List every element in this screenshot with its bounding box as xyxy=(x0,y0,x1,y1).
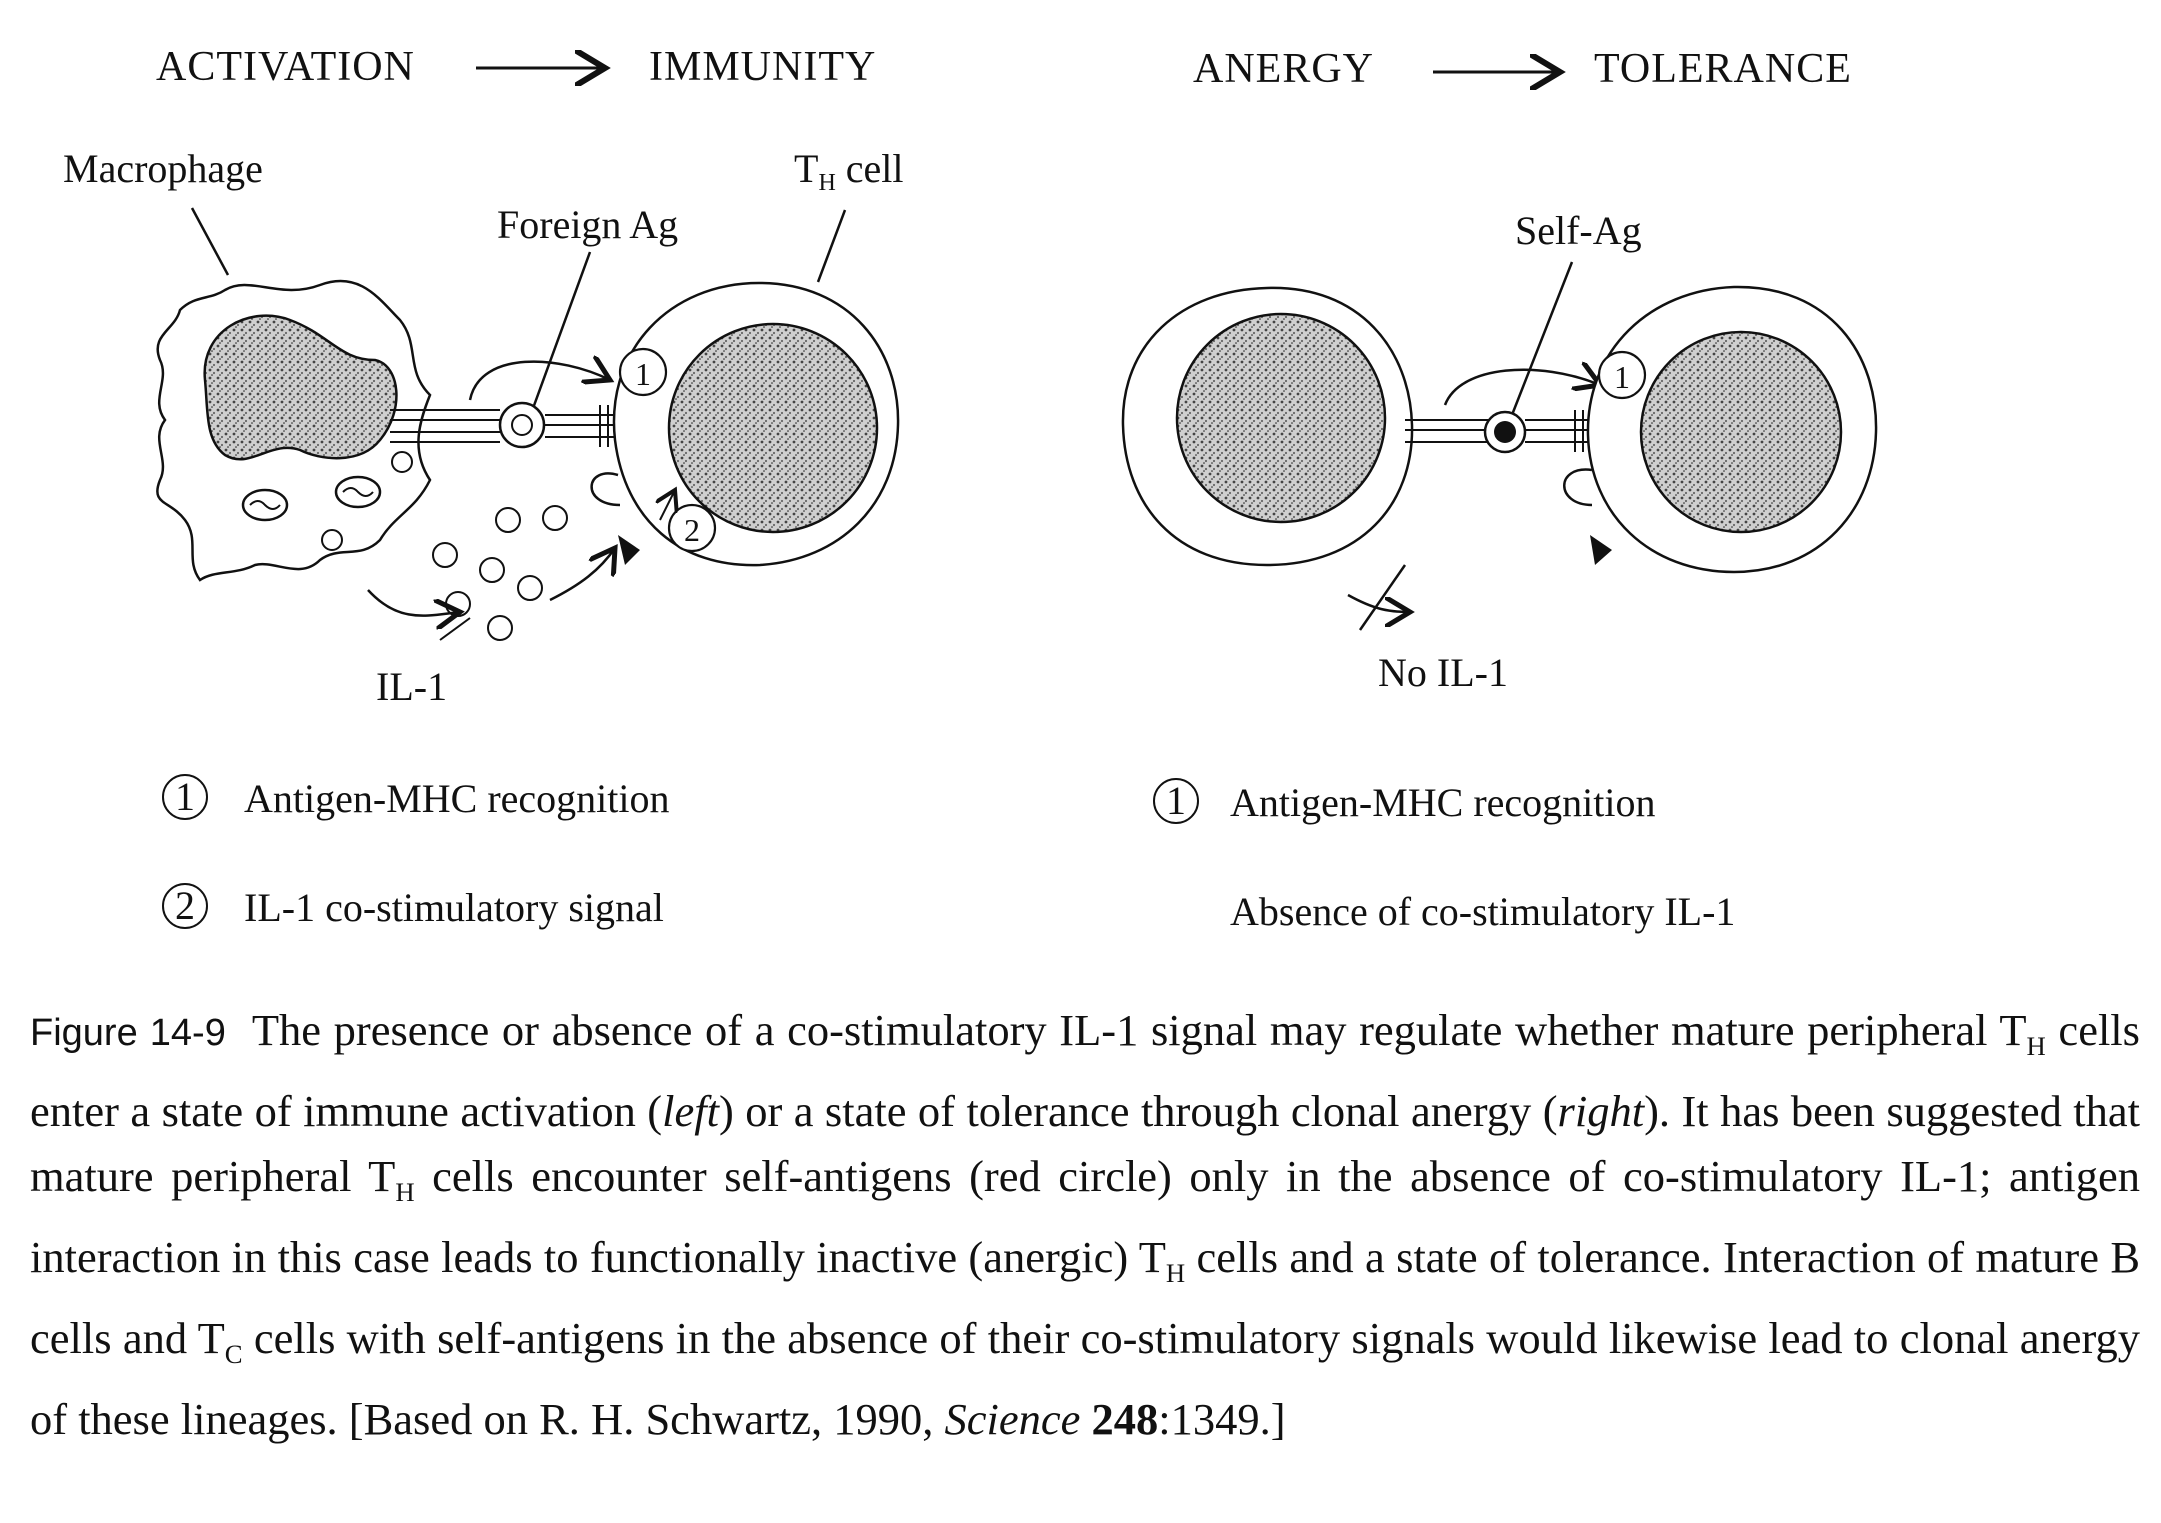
blocked-arrow-icon xyxy=(1347,593,1410,612)
figure-label: Figure 14-9 xyxy=(30,1012,226,1054)
self-antigen xyxy=(1494,421,1516,443)
label-no-il1: No IL-1 xyxy=(1378,650,1508,695)
legend-right: 1 Antigen-MHC recognition Absence of co-… xyxy=(1153,778,1735,934)
label-il1: IL-1 xyxy=(376,664,447,709)
macrophage-nucleus xyxy=(203,314,398,461)
marker-1: 1 xyxy=(1614,359,1630,395)
svg-text:1: 1 xyxy=(1166,778,1186,823)
legend-item: Absence of co-stimulatory IL-1 xyxy=(1230,889,1735,934)
header-tolerance: TOLERANCE xyxy=(1594,46,1852,92)
label-foreign-ag: Foreign Ag xyxy=(497,202,678,247)
svg-text:1: 1 xyxy=(175,774,195,819)
marker-1: 1 xyxy=(635,356,651,392)
legend-item: Antigen-MHC recognition xyxy=(1230,780,1656,825)
legend-item: Antigen-MHC recognition xyxy=(244,776,670,821)
apc-nucleus-right xyxy=(1175,312,1387,524)
legend-left: 1 Antigen-MHC recognition 2 IL-1 co-stim… xyxy=(162,774,670,930)
label-macrophage: Macrophage xyxy=(63,146,263,191)
marker-2: 2 xyxy=(684,512,700,548)
label-self-ag: Self-Ag xyxy=(1515,208,1642,253)
th-nucleus-left xyxy=(667,322,879,534)
header-activation: ACTIVATION xyxy=(156,44,415,90)
legend-item: IL-1 co-stimulatory signal xyxy=(244,885,664,930)
svg-text:2: 2 xyxy=(175,883,195,928)
header-anergy: ANERGY xyxy=(1193,46,1374,92)
label-th-cell: TH cell xyxy=(794,146,904,196)
th-nucleus-right xyxy=(1639,330,1843,534)
il1-particles xyxy=(432,505,568,641)
header-immunity: IMMUNITY xyxy=(649,44,876,90)
tolerance-diagram: ACTIVATION IMMUNITY ANERGY TOLERANCE Mac… xyxy=(63,44,1878,934)
